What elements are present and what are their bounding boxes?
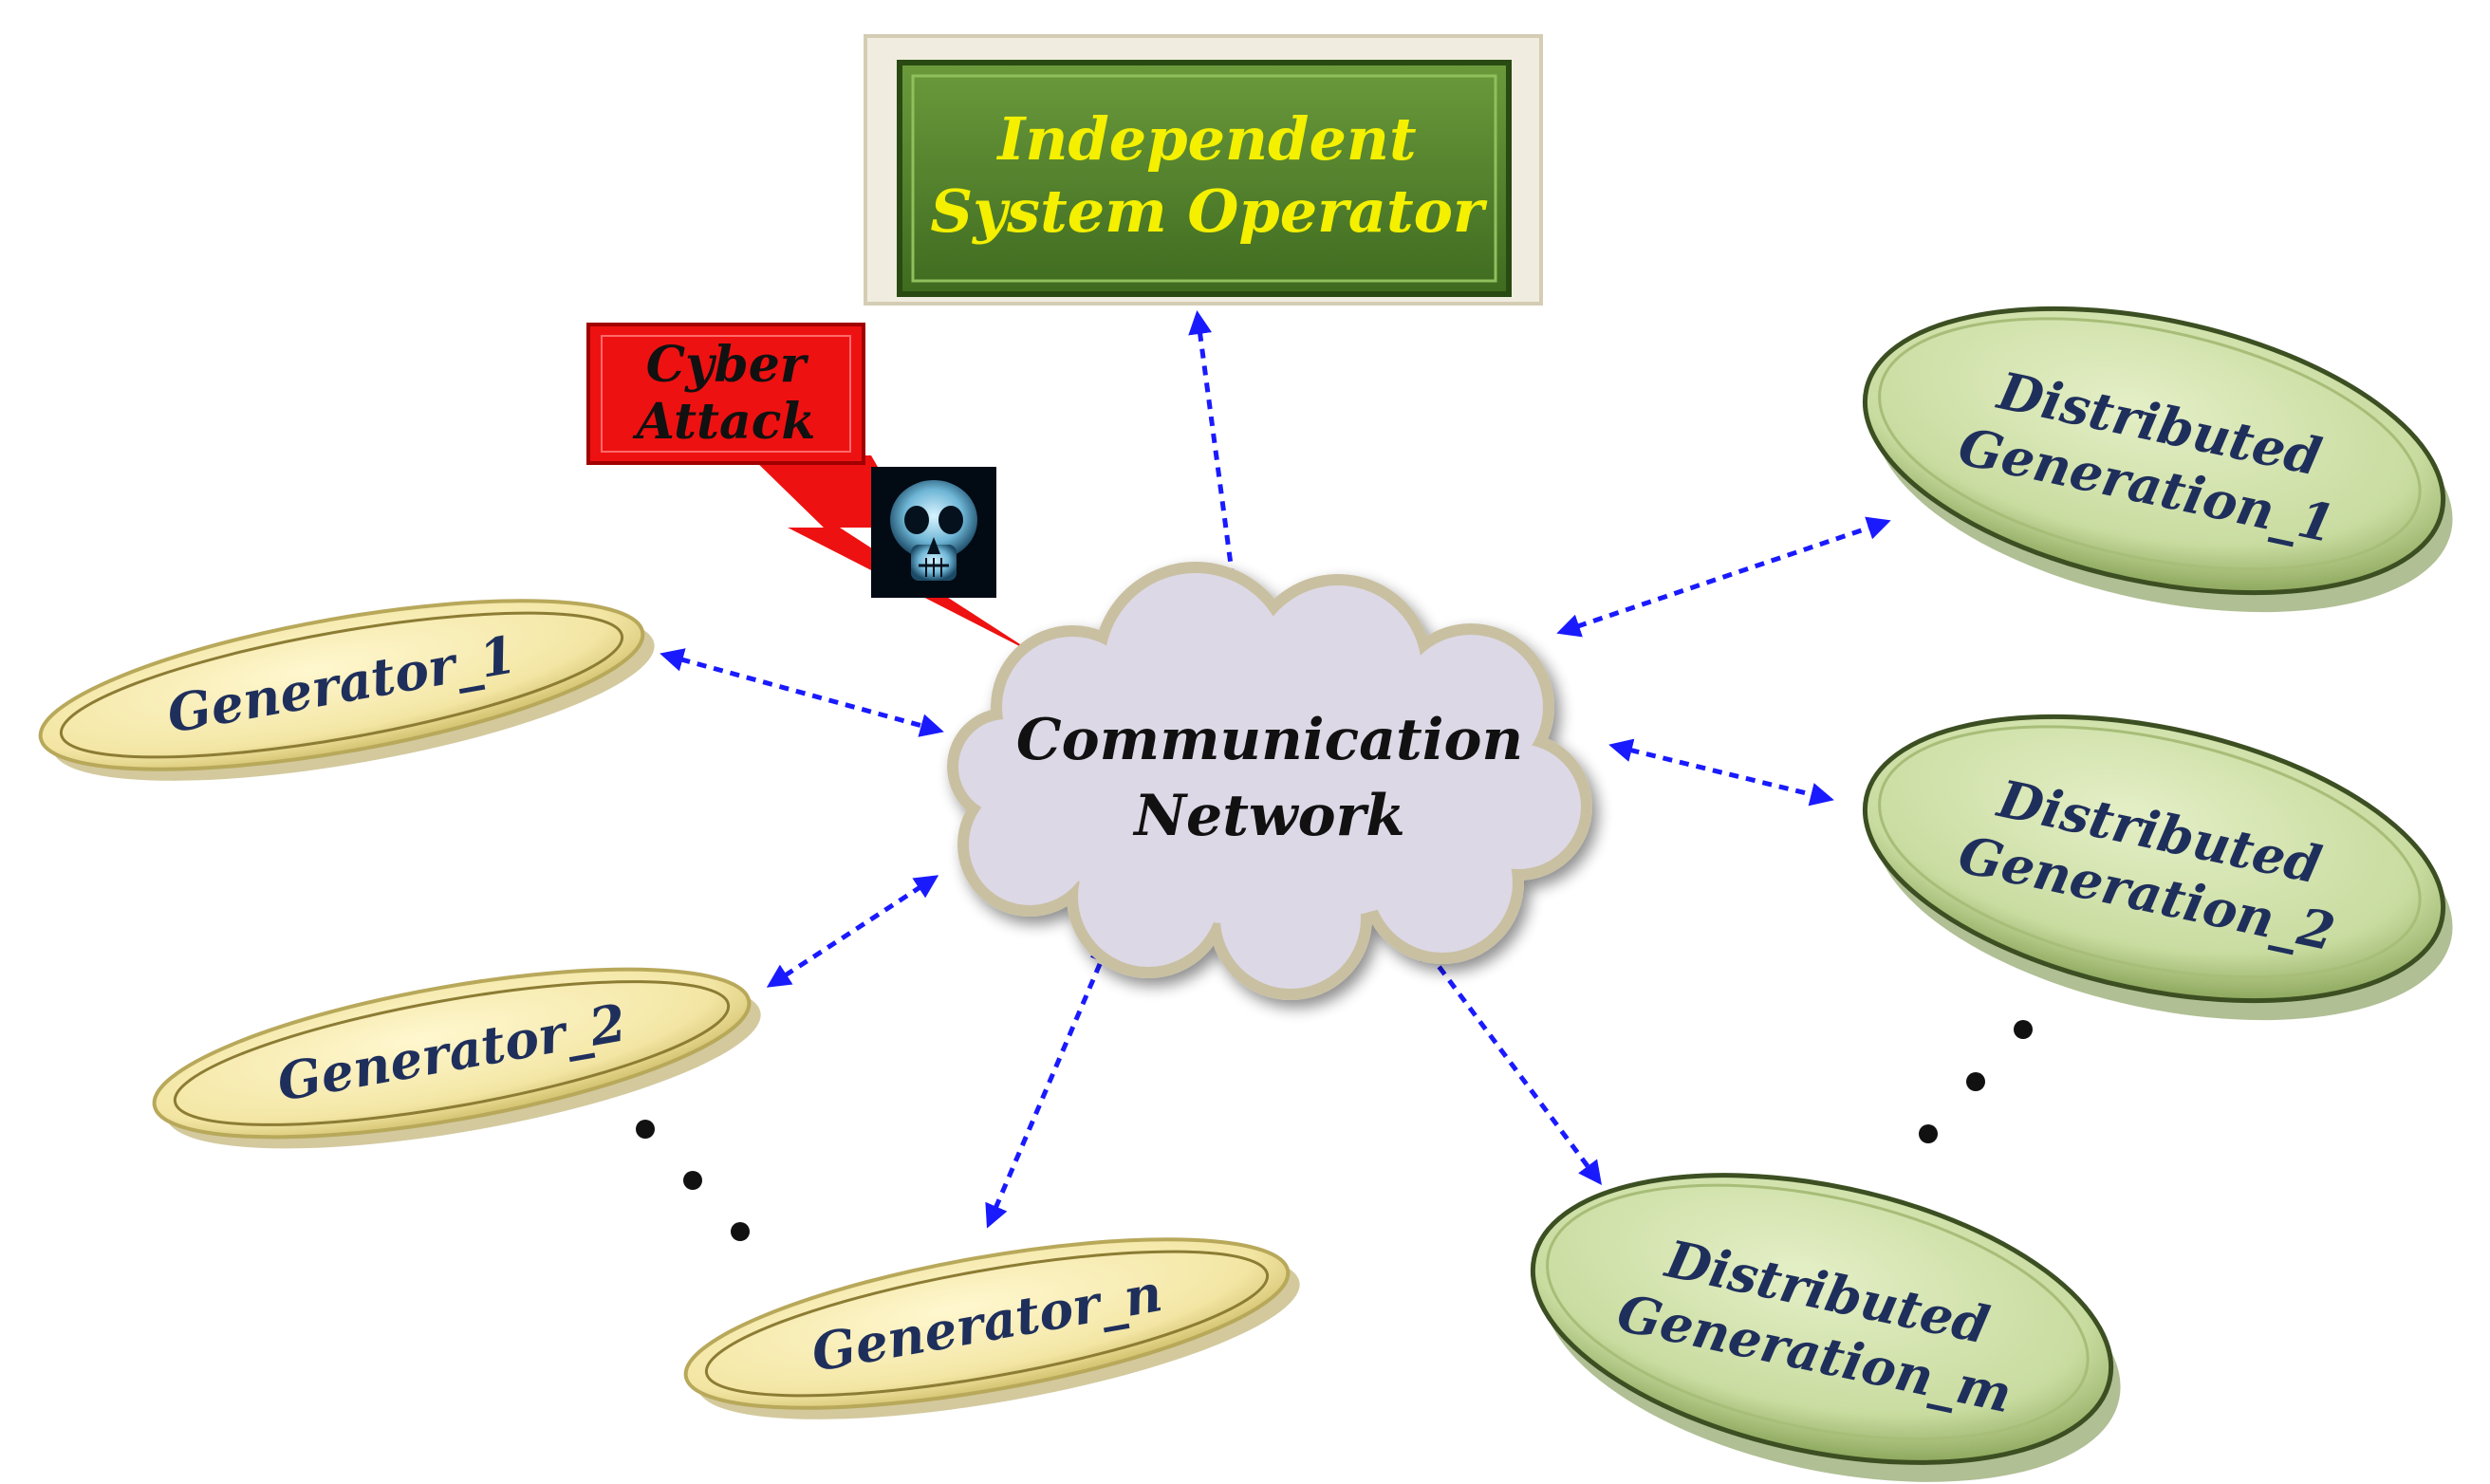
- network-label-line1: Communication: [1016, 707, 1523, 773]
- iso-node: Independent System Operator: [864, 34, 1543, 306]
- generator-node-2: Generator_2: [152, 967, 761, 1149]
- cyber-attack-node: Cyber Attack: [586, 323, 1036, 655]
- generator-node-1: Generator_1: [38, 599, 655, 781]
- generator-ellipsis-dots: [636, 1120, 750, 1241]
- arrow-generator-n-network: [985, 939, 1112, 1229]
- skull-icon: [871, 467, 996, 598]
- arrow-generator-1-network: [660, 648, 944, 737]
- distributed-generation-node-2: Distributed Generation_2: [1862, 714, 2453, 1021]
- network-cloud-node: [947, 562, 1592, 1000]
- arrow-generator-2-network: [766, 875, 939, 988]
- iso-label-line2: System Operator: [930, 176, 1488, 246]
- distributed-generation-node-m: Distributed Generation_m: [1530, 1173, 2121, 1482]
- distributed-ellipsis-dots: [1919, 1020, 2033, 1143]
- arrow-dg-m-network: [1416, 935, 1602, 1186]
- connection-arrows: [660, 310, 1891, 1229]
- attack-lightning-bolt: [750, 455, 1036, 655]
- arrow-dg-1-network: [1556, 516, 1891, 638]
- distributed-generation-node-1: Distributed Generation_1: [1862, 306, 2453, 613]
- attack-label-line1: Cyber: [646, 336, 809, 394]
- attack-label-line2: Attack: [632, 393, 816, 451]
- arrow-iso-network: [1188, 310, 1246, 612]
- generator-node-n: Generator_n: [683, 1237, 1300, 1419]
- iso-label-line1: Independent: [995, 104, 1417, 174]
- network-label-line2: Network: [1132, 783, 1405, 849]
- arrow-dg-2-network: [1608, 738, 1834, 807]
